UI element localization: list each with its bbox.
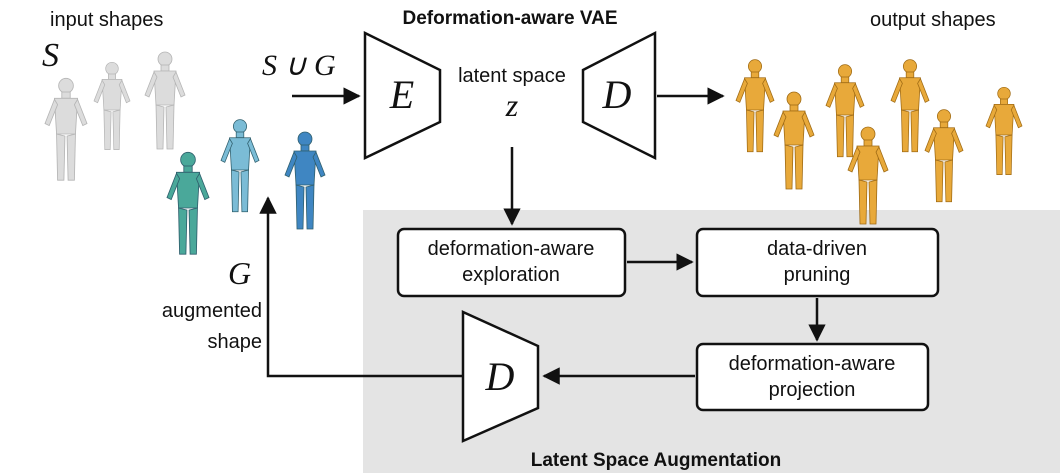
lsa-title: Latent Space Augmentation xyxy=(531,450,782,471)
augmented-shape-label-1: augmented xyxy=(162,300,262,322)
projection-box xyxy=(695,342,930,412)
pruning-label-1: data-driven xyxy=(767,238,867,260)
input-shape-figures xyxy=(44,51,186,181)
output-shapes-label: output shapes xyxy=(870,9,996,31)
exploration-box xyxy=(396,227,627,298)
encoder-trapezoid xyxy=(363,30,442,160)
input-shapes-label: input shapes xyxy=(50,9,163,31)
projection-label-2: projection xyxy=(769,379,856,401)
math-S: S xyxy=(42,37,59,74)
latent-space-label: latent space xyxy=(458,65,566,87)
math-G: G xyxy=(228,255,251,291)
augmentation-decoder-trapezoid xyxy=(461,310,540,443)
projection-label-1: deformation-aware xyxy=(729,353,896,375)
pruning-label-2: pruning xyxy=(784,264,851,286)
latent-z: z xyxy=(505,87,519,123)
pruning-box xyxy=(695,227,940,298)
exploration-label-1: deformation-aware xyxy=(428,238,595,260)
input-set-label: S ∪ G xyxy=(262,49,336,82)
arrow-decoder-to-augmented xyxy=(259,196,462,378)
encoder-label: E xyxy=(389,72,414,117)
decoder-trapezoid xyxy=(581,30,657,161)
decoder-label: D xyxy=(602,72,632,117)
augmented-shape-figures xyxy=(166,119,326,255)
vae-title: Deformation-aware VAE xyxy=(402,8,617,29)
augmentation-decoder-label: D xyxy=(485,354,515,399)
augmented-shape-label-2: shape xyxy=(208,331,263,353)
exploration-label-2: exploration xyxy=(462,264,560,286)
output-shape-figures xyxy=(735,59,1023,225)
